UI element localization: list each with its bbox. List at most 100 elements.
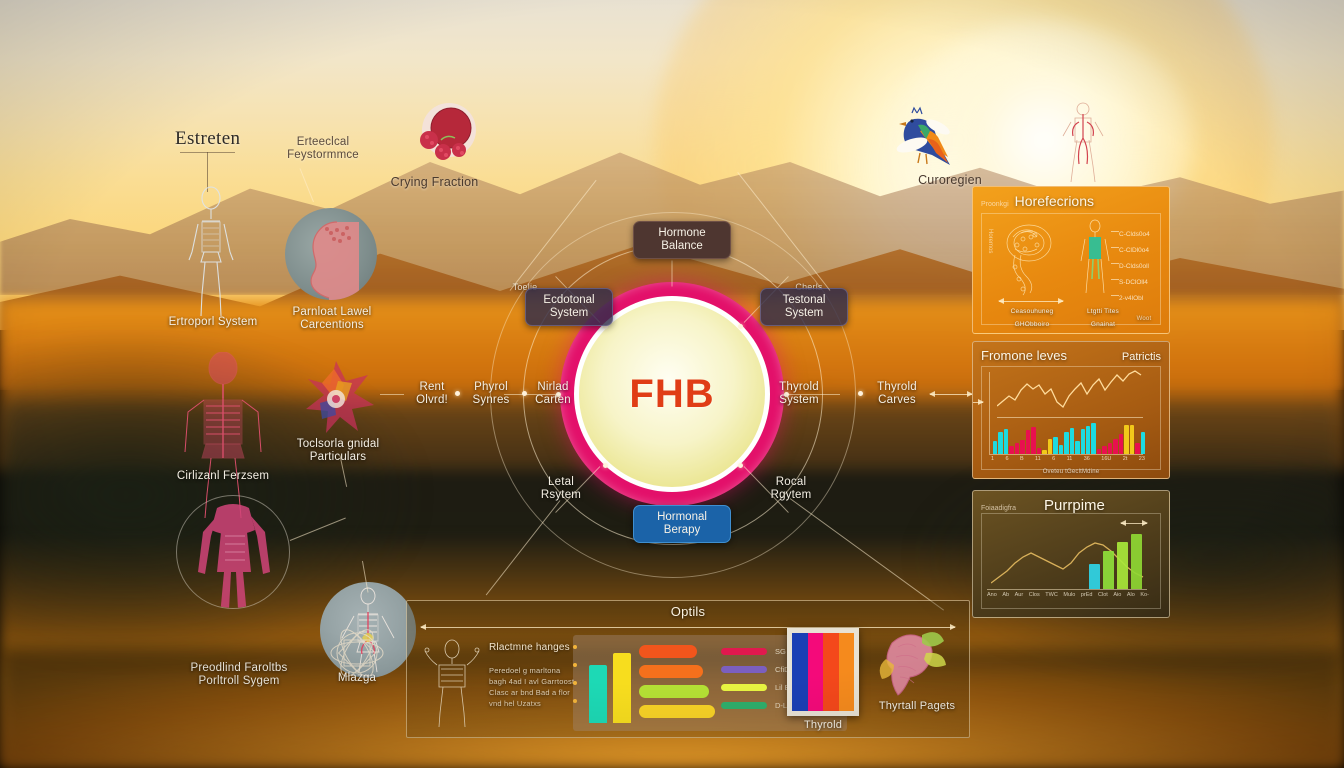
panel1-list: C-Clds0o4 C-ClDl0o4 D-Clds0oll S-DClOll4… [1119, 227, 1150, 307]
node-hormonal-therapy[interactable]: Hormonal Berapy [633, 505, 731, 543]
node-rocal-rgytem[interactable]: Rocal Rgytem [770, 476, 812, 501]
bar [1140, 431, 1146, 454]
bar [1107, 442, 1113, 454]
nervous-system-figure-icon [168, 351, 278, 525]
panel1-corner-note: Woot [1136, 316, 1152, 322]
node-nirlad-carten[interactable]: Nirlad Carten [535, 381, 571, 406]
panel2-header: Fromone leves Patrictis [973, 342, 1169, 369]
outer-connector-1 [380, 394, 404, 395]
panel2-y-axis [989, 372, 990, 454]
chip [639, 645, 697, 658]
panel1-footer-1: Ceasouhuneg GHObboiro [1010, 308, 1054, 328]
node-top-right-kicker: Cherls [795, 282, 823, 292]
ovary-cell-label: Crying Fraction [390, 175, 479, 189]
bottom-panel-title: Optils [670, 604, 706, 619]
panel1-body-icon [1080, 219, 1110, 294]
connector-top-node [671, 260, 673, 287]
x-tick: Clot [1098, 592, 1108, 598]
panel1-frame [981, 213, 1161, 325]
panel2-line-chart [997, 370, 1142, 409]
bar [1091, 423, 1096, 454]
chip [639, 685, 709, 698]
nervous-system-label: Cirlizanl Ferzsem [176, 470, 270, 482]
title-leader-line [207, 152, 208, 192]
node-thyrold-system[interactable]: Thyrold System [779, 381, 819, 406]
outer-orbit-ring [490, 212, 856, 578]
molecule-label: Mlazga [337, 672, 377, 684]
anatomy-circle-label: Preodlind Faroltbs Porltroll Sygem [190, 662, 288, 687]
bar [1064, 431, 1069, 454]
panel1-list-item: C-Clds0o4 [1119, 231, 1150, 238]
gland-cluster-label: Toclsorla gnidal Particulars [296, 438, 380, 463]
swatch-strip [792, 633, 808, 711]
bottom-card-bars [589, 647, 631, 723]
head-profile-label: Parnloat Lawel Carcentions [292, 306, 372, 331]
node-letal-rsytem[interactable]: Letal Rsytem [540, 476, 582, 501]
bar [1080, 429, 1085, 454]
skeleton-figure-label: Ertroporl System [168, 316, 258, 328]
thyroid-gland-icon [874, 625, 954, 706]
x-tick: 11 [1066, 456, 1073, 462]
x-tick: 16U [1101, 456, 1112, 462]
bar [1135, 442, 1140, 454]
x-tick: Ab [1002, 592, 1010, 598]
outer-label-rent-olvrd: Rent Olvrd! [416, 381, 448, 406]
chip [639, 665, 703, 678]
bottom-card-chips [639, 645, 715, 725]
panel1-side-label: Horemos [987, 229, 993, 254]
panel1-tick-4 [1111, 279, 1119, 280]
head-profile-top-label: Erteeclcal Feystormmce [287, 136, 359, 161]
x-tick: Mulo [1063, 592, 1076, 598]
swatch-strip [838, 633, 854, 711]
bar [993, 441, 998, 454]
outer-label-thyrold-carves: Thyrold Carves [877, 381, 917, 406]
x-tick: 23 [1138, 456, 1145, 462]
bar [1047, 438, 1053, 454]
node-ecdotonal-system[interactable]: Ecdotonal System [525, 288, 613, 326]
panel3-x-axis [987, 589, 1147, 590]
panel1-list-item: D-Clds0oll [1119, 263, 1149, 270]
panel1-list-item: 2-v4lObl [1119, 295, 1144, 302]
bottom-panel-axis [420, 624, 956, 630]
bar [1075, 441, 1080, 454]
panel2-bar-chart [993, 420, 1146, 454]
panel1-swirl-icon [1006, 224, 1052, 296]
knot-left-icon [556, 392, 561, 397]
bar [1124, 425, 1129, 454]
panel2-inbound-arrow [973, 399, 984, 405]
x-tick: 36 [1083, 456, 1090, 462]
bar [1042, 449, 1047, 454]
x-tick: 1 [991, 456, 995, 462]
panel3-frame [981, 513, 1161, 609]
bar [1031, 426, 1036, 454]
legend-swatch [721, 648, 767, 655]
x-tick: Aur [1014, 592, 1024, 598]
outer-dot-1-icon [455, 391, 460, 396]
outer-label-phyrol-synres: Phyrol Synres [472, 381, 510, 406]
legend-swatch [721, 684, 767, 691]
node-testonal-system[interactable]: Testonal System [760, 288, 848, 326]
x-tick: TWC [1045, 592, 1058, 598]
bar [998, 431, 1003, 454]
panel-hormone-sections[interactable]: Proonkgi Horefecrions Horemos [972, 186, 1170, 334]
panel3-title: Purrpime [1044, 497, 1105, 514]
bar [1089, 564, 1100, 589]
panel1-header: Proonkgi Horefecrions [973, 187, 1169, 215]
thyroid-swatch-card[interactable] [787, 628, 859, 716]
bar [1103, 550, 1114, 589]
panel1-tick-5 [1111, 295, 1119, 296]
bar [1102, 446, 1107, 454]
bar [1129, 425, 1135, 454]
knot-bottom-right-icon [738, 463, 743, 468]
panel1-tick-2 [1111, 247, 1119, 248]
panel2-baseline [997, 417, 1143, 418]
node-hormone-balance[interactable]: Hormone Balance [633, 221, 731, 259]
x-tick: prEd [1080, 592, 1093, 598]
panel-options[interactable]: Optils Rlactmne hanges Peredoel g marlto… [406, 600, 970, 738]
swatch-strip [823, 633, 839, 711]
bottom-figure-icon [424, 639, 480, 728]
